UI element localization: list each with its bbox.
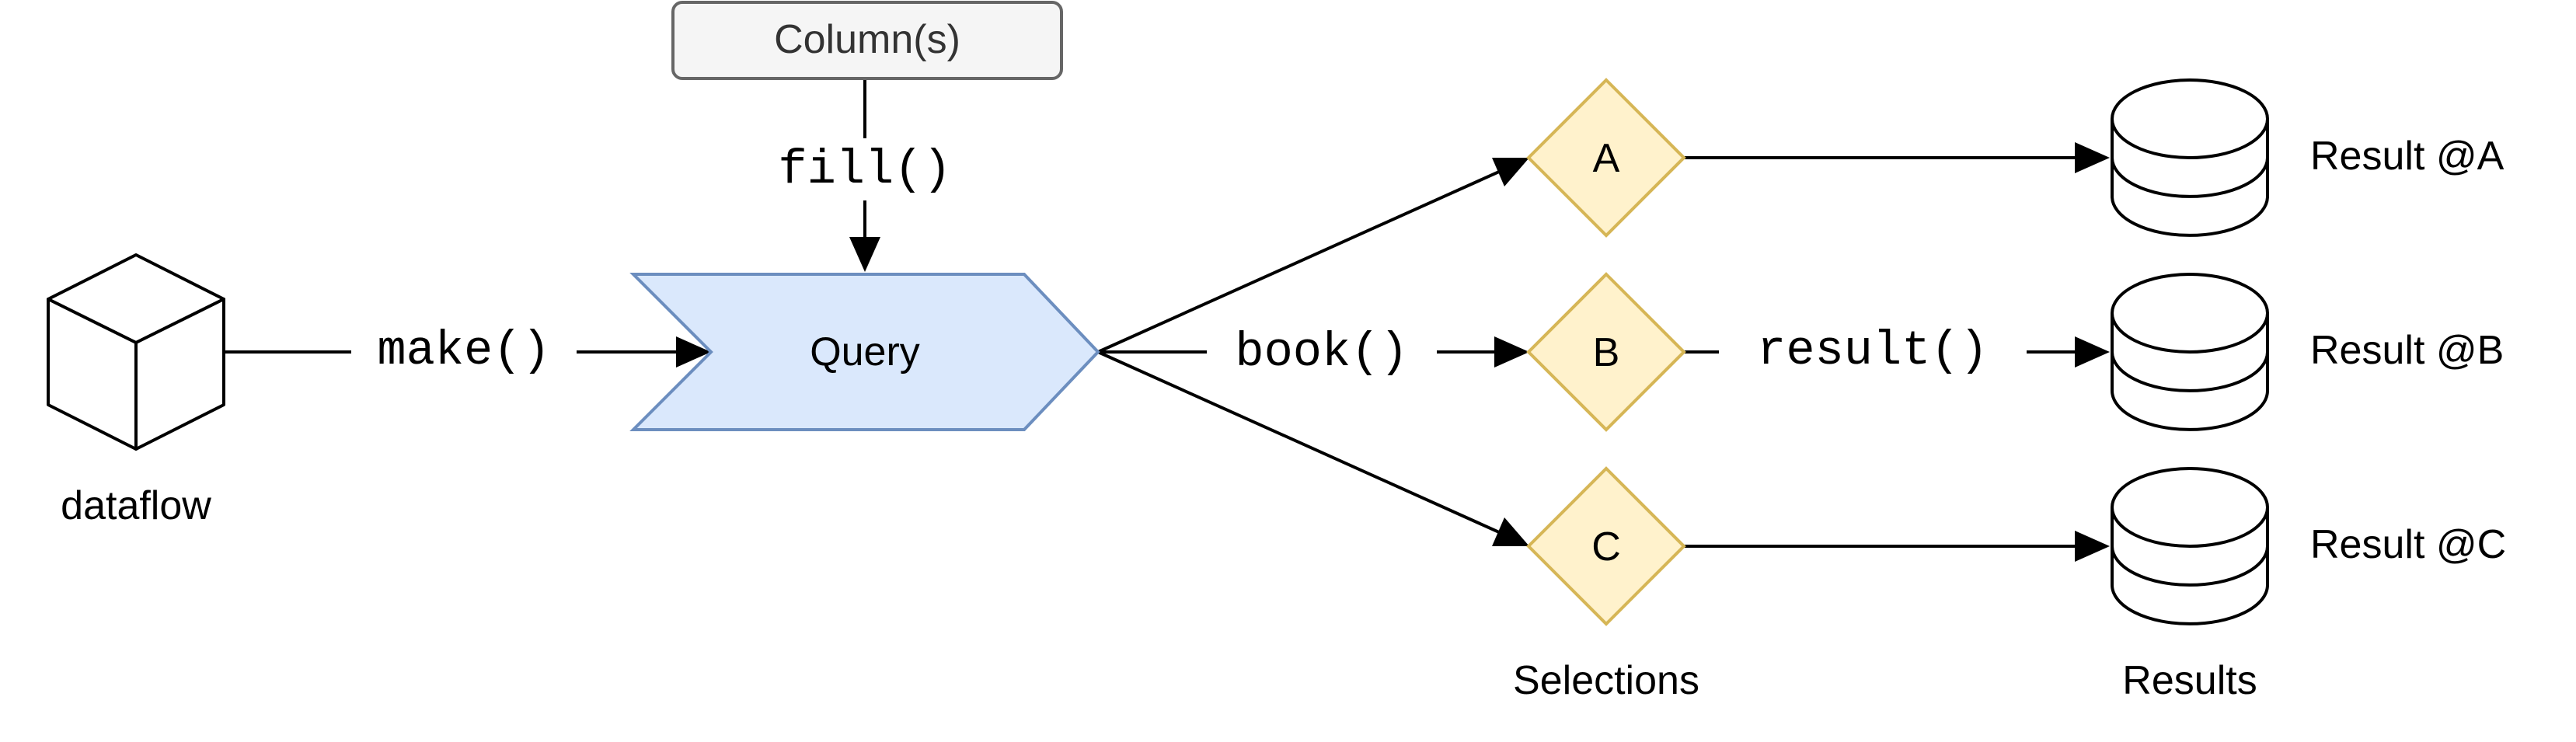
edge-book-label-bg [1207,325,1437,379]
database-icon-b [2111,273,2269,431]
selection-node-a [1526,78,1686,238]
query-label: Query [810,329,920,374]
result-label-a: Result @A [2310,134,2505,179]
database-icon-c [2111,467,2269,625]
selection-node-b [1526,272,1686,432]
edge-c-to-result-c-arrowhead [2075,531,2110,562]
edge-fill-label-bg [754,138,976,200]
source-label: dataflow [61,483,211,528]
edge-query-to-a [1097,160,1522,354]
edge-query-to-c [1097,350,1522,544]
selection-label-b: B [1593,330,1620,375]
edge-make-arrowhead [676,336,711,368]
columns-label: Column(s) [774,17,960,62]
edge-fill-arrowhead [849,237,880,272]
database-icon-a [2111,78,2269,237]
edge-fill-label: fill() [778,142,951,197]
columns-box [671,1,1063,80]
selections-group-label: Selections [1513,658,1699,703]
edge-make-label: make() [377,323,550,378]
edge-book-label: book() [1235,325,1408,380]
edge-book-arrowhead [1494,336,1529,368]
selection-label-a: A [1593,136,1620,181]
edge-result-label: result() [1757,323,1989,378]
edge-a-to-result-a-arrowhead [2075,142,2110,173]
selection-label-c: C [1591,524,1621,570]
result-label-b: Result @B [2310,328,2504,373]
result-label-c: Result @C [2310,522,2506,567]
cube-icon [47,253,225,451]
edge-query-to-a-arrowhead [1492,158,1529,186]
edge-query-to-c-arrowhead [1492,517,1529,546]
results-group-label: Results [2122,658,2257,703]
query-node [629,273,1100,431]
edge-make-label-bg [351,325,577,379]
edge-result-label-bg [1719,325,2027,379]
selection-node-c [1526,466,1686,626]
edge-result-arrowhead [2075,336,2110,368]
